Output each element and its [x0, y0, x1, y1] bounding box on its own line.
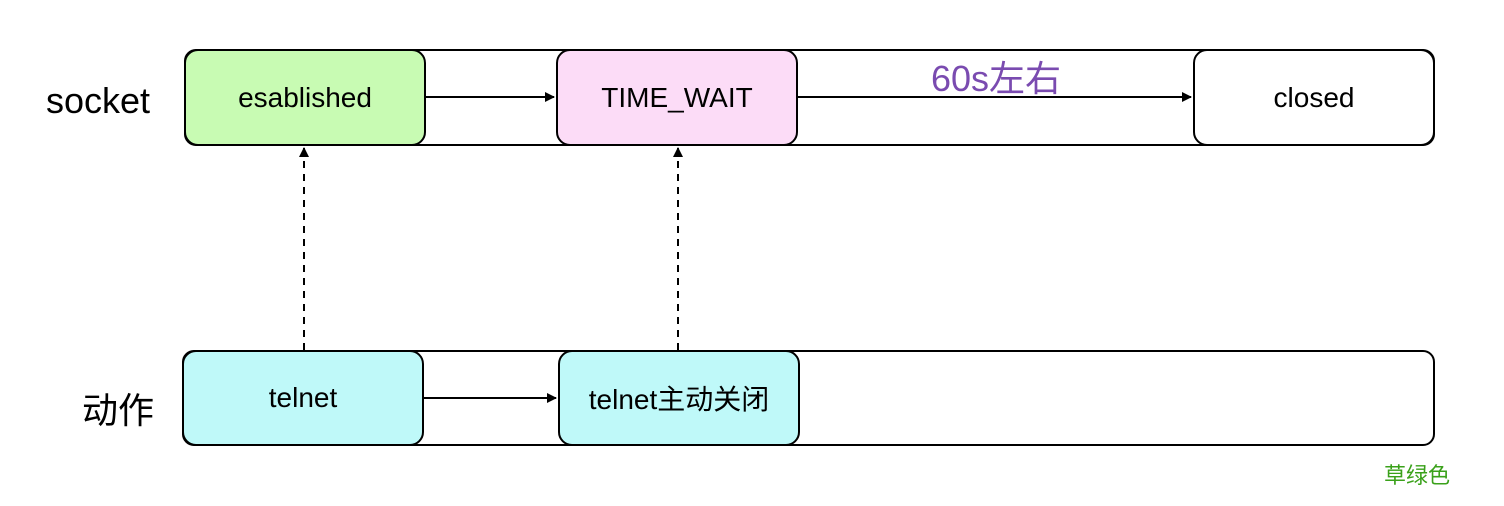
node-telnet-close[interactable]: telnet主动关闭	[558, 350, 800, 446]
node-time-wait-label: TIME_WAIT	[601, 81, 753, 113]
node-telnet[interactable]: telnet	[182, 350, 424, 446]
socket-lane-label: socket	[46, 80, 151, 121]
node-telnet-label: telnet	[268, 382, 338, 413]
edge-label-60s: 60s左右	[931, 58, 1062, 99]
node-telnet-close-label: telnet主动关闭	[588, 384, 770, 415]
node-time-wait[interactable]: TIME_WAIT	[556, 49, 798, 146]
color-note: 草绿色	[1384, 463, 1451, 488]
action-lane-label: 动作	[82, 390, 155, 431]
node-closed-label: closed	[1273, 81, 1355, 113]
node-closed[interactable]: closed	[1193, 49, 1435, 146]
node-established[interactable]: esablished	[184, 49, 426, 146]
node-established-label: esablished	[238, 81, 372, 113]
